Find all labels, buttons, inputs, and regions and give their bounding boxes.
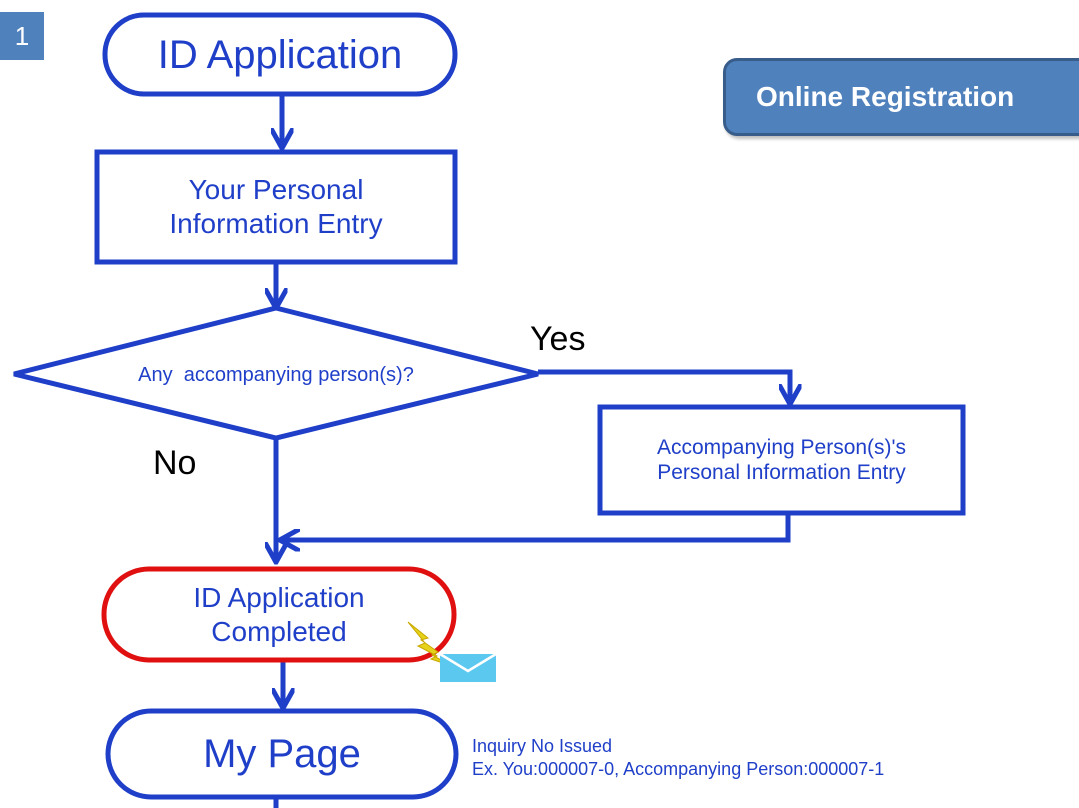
mail-icon [439,652,497,682]
mypage-label-text: My Page [203,732,361,776]
arrow-yes-path [538,369,790,402]
decision-label-text: Any accompanying person(s)? [138,364,414,386]
inquiry-note-line1: Inquiry No Issued [472,736,613,756]
start-label: ID Application [105,15,455,94]
online-registration-banner: Online Registration [723,58,1079,136]
completed-terminal [101,566,457,663]
completed-line2: Completed [211,615,347,647]
personal-entry-box [94,149,458,265]
accompanying-entry-line1: Accompanying Person(s)'s [656,435,907,459]
yes-branch-label: Yes [530,320,586,358]
start-label-text: ID Application [157,32,403,77]
inquiry-note: Inquiry No Issued Ex. You:000007-0, Acco… [472,735,1079,782]
decision-label: Any accompanying person(s)? [60,355,492,395]
inquiry-note-line2: Ex. You:000007-0, Accompanying Person:00… [472,759,885,780]
personal-entry-label: Your Personal Information Entry [97,152,455,262]
completed-line1: ID Application [193,581,365,613]
no-branch-label: No [153,444,197,482]
mypage-label: My Page [108,711,456,797]
accompanying-entry-box [597,404,966,516]
page-number-badge: 1 [0,12,44,60]
decision-diamond [13,305,539,441]
accompanying-entry-label: Accompanying Person(s)'s Personal Inform… [600,407,963,513]
personal-entry-line2: Information Entry [169,208,383,239]
arrow-merge-path [282,513,791,540]
accompanying-entry-line2: Personal Information Entry [657,461,906,484]
personal-entry-line1: Your Personal [188,174,364,206]
start-terminal [102,12,458,97]
completed-label: ID Application Completed [104,569,454,660]
online-registration-label: Online Registration [756,81,1015,112]
page-number: 1 [14,20,30,51]
mypage-terminal [105,708,459,800]
